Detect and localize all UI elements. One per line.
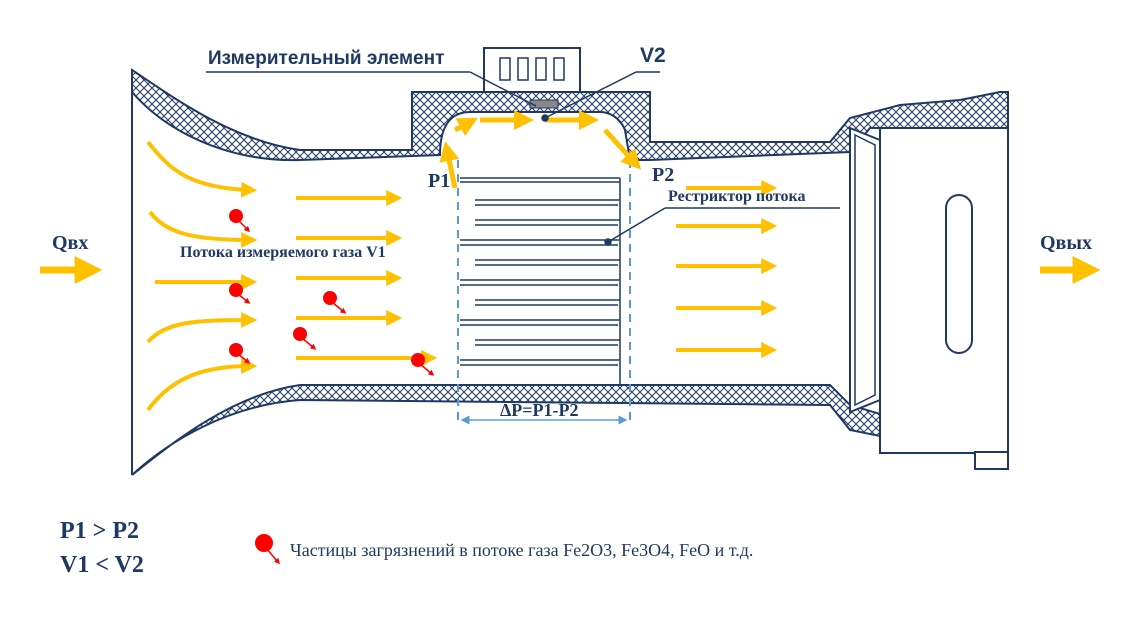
leader-lines: [206, 71, 840, 246]
housing: [131, 68, 1009, 476]
particle-icon: [293, 327, 317, 350]
particle-icon: [229, 209, 251, 233]
particle-icon: [229, 343, 251, 364]
q-out-label: Qвых: [1040, 232, 1092, 254]
p2-label: P2: [652, 164, 675, 186]
restrictor-boundaries: [457, 160, 631, 425]
velocity-relation: V1 < V2: [60, 552, 144, 578]
measuring-element-label: Измерительный элемент: [208, 48, 445, 69]
outlet-slot: [945, 194, 973, 354]
particle-icon: [229, 283, 251, 304]
particles-legend: Частицы загрязнений в потоке газа Fe2O3,…: [290, 540, 754, 560]
q-in-label: Qвх: [52, 232, 89, 254]
bypass-flow: [439, 110, 642, 189]
outlet-tab: [974, 451, 1009, 470]
legend-particle-icon: [255, 534, 280, 565]
pressure-relation: P1 > P2: [60, 518, 139, 544]
delta-p-label: ΔP=P1-P2: [500, 400, 579, 420]
outlet-collar: [849, 126, 881, 414]
upper-wall: [131, 68, 1009, 162]
particle-icon: [323, 291, 347, 314]
p1-label: P1: [428, 170, 451, 192]
flow-restrictor: [460, 177, 621, 384]
main-flow: [146, 140, 778, 412]
measured-flow-label: Потока измеряемого газа V1: [180, 244, 386, 261]
v2-label: V2: [640, 44, 666, 67]
outlet-body: [879, 127, 1009, 454]
particles: [229, 209, 435, 565]
sensor-chip-icon: [483, 47, 581, 109]
restrictor-label: Рестриктор потока: [668, 188, 806, 205]
particle-icon: [411, 353, 435, 376]
